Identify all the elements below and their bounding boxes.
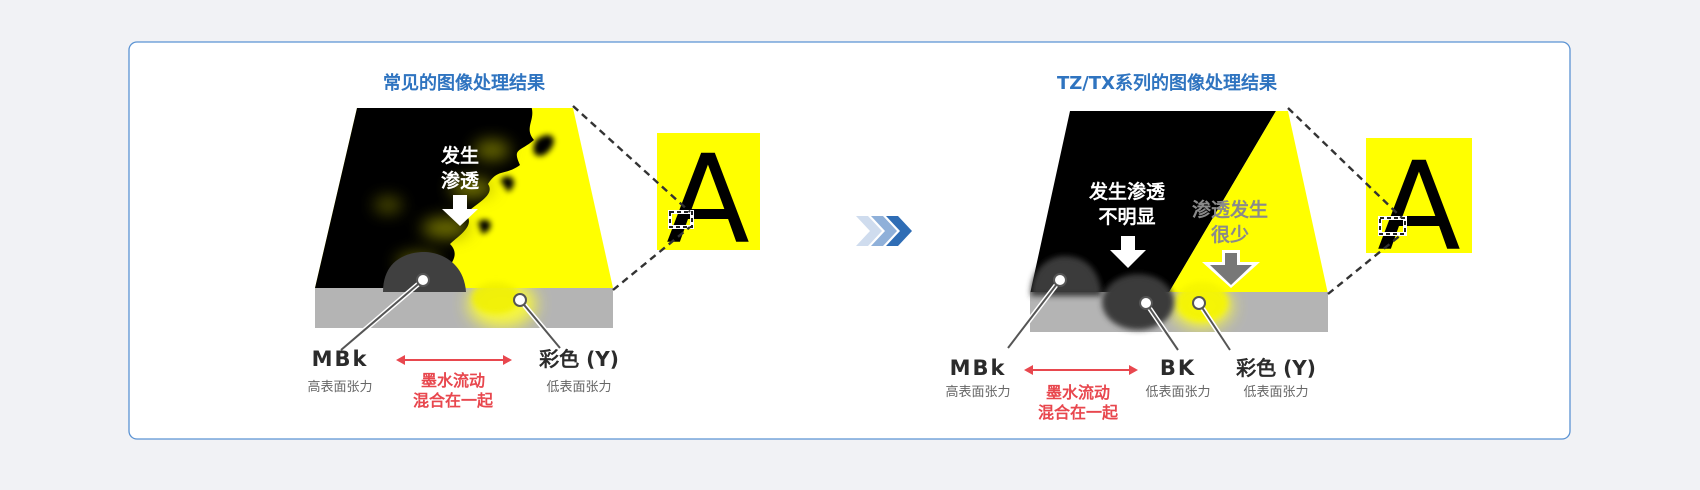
right-mix-label-1: 墨水流动	[1046, 383, 1110, 402]
right-mbk-pointer	[1053, 273, 1067, 287]
triple-chevron-right-icon	[856, 216, 912, 246]
left-color-sub: 低表面张力	[546, 380, 611, 395]
right-bk-pointer	[1139, 296, 1153, 310]
right-black-area	[1030, 111, 1276, 294]
left-mbk-pointer	[416, 273, 430, 287]
right-mbk-label: MBk	[950, 356, 1007, 380]
left-zoom-letter: A	[666, 129, 749, 271]
right-title: TZ/TX系列的图像处理结果	[1057, 72, 1278, 94]
right-bk-dome	[1102, 274, 1174, 330]
left-mbk-label: MBk	[312, 347, 369, 371]
right-color-sub: 低表面张力	[1243, 385, 1308, 400]
right-gray-label-2: 很少	[1211, 223, 1249, 246]
right-mbk-dome	[1030, 255, 1102, 296]
right-mbk-sub: 高表面张力	[945, 384, 1010, 400]
right-yellow-pointer	[1192, 296, 1206, 310]
left-penetration-label-2: 渗透	[441, 169, 480, 192]
left-mix-label-2: 混合在一起	[413, 391, 494, 410]
right-color-label: 彩色 (Y)	[1235, 356, 1316, 380]
right-zoom-letter: A	[1377, 136, 1460, 278]
right-penetration-label-1: 发生渗透	[1088, 180, 1166, 203]
left-yellow-drop	[472, 282, 520, 314]
right-bk-sub: 低表面张力	[1145, 385, 1210, 400]
right-down-arrow-icon	[1110, 236, 1146, 268]
left-mbk-dome	[383, 252, 466, 292]
right-zoom-line-top	[1287, 107, 1403, 219]
left-zoom-marker	[669, 211, 693, 228]
left-penetration-label-1: 发生	[440, 144, 479, 167]
right-zoom-marker	[1379, 217, 1406, 235]
left-substrate	[315, 288, 613, 328]
right-illustration: TZ/TX系列的图像处理结果 发生渗透 不明显 渗透发生 很少 A	[945, 72, 1472, 422]
right-mix-label-2: 混合在一起	[1038, 403, 1119, 422]
left-mix-label-1: 墨水流动	[421, 371, 485, 390]
left-title: 常见的图像处理结果	[383, 72, 546, 94]
left-yellow-pointer	[513, 293, 527, 307]
right-yellow-area	[1168, 111, 1328, 294]
left-mbk-sub: 高表面张力	[307, 379, 372, 395]
left-zoom-line-bottom	[612, 226, 691, 291]
left-illustration: 常见的图像处理结果	[307, 72, 760, 410]
right-gray-label-1: 渗透发生	[1192, 198, 1268, 221]
right-penetration-label-2: 不明显	[1098, 206, 1155, 228]
left-color-label: 彩色 (Y)	[538, 347, 619, 371]
right-gray-arrow-icon	[1210, 253, 1252, 285]
right-zoom-line-bottom	[1327, 233, 1403, 295]
left-zoom-box	[657, 133, 760, 250]
left-zoom-line-top	[572, 105, 691, 213]
right-bk-label: BK	[1160, 356, 1196, 380]
left-down-arrow-icon	[442, 195, 478, 226]
